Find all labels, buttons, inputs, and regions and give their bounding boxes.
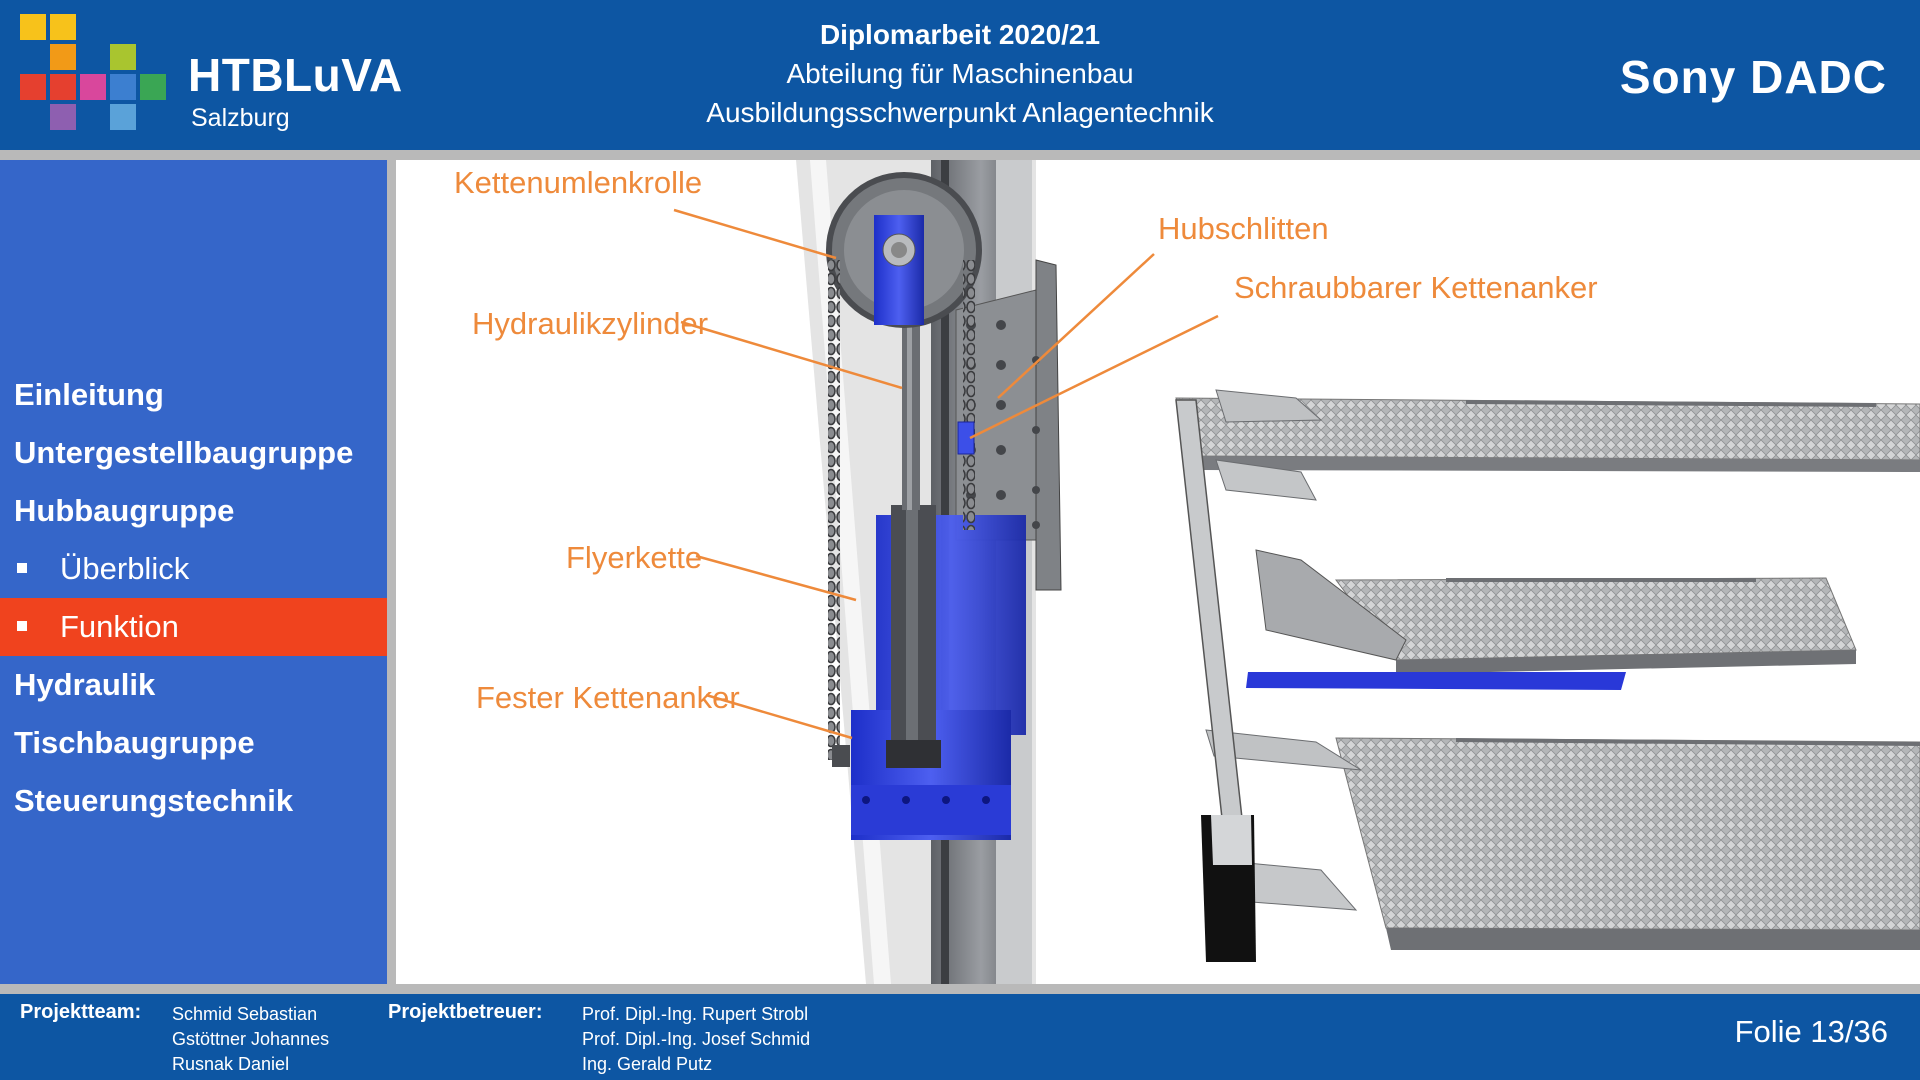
sidebar-item-label: Steuerungstechnik xyxy=(14,783,294,818)
footer-bar: Projektteam: Schmid Sebastian Gstöttner … xyxy=(0,994,1920,1080)
cad-illustration: Kettenumlenkrolle Hubschlitten Schraubba… xyxy=(396,160,1920,984)
lift-assembly-drawing xyxy=(673,160,1920,984)
logo-text: HTBLuVA xyxy=(188,49,403,101)
team-member: Schmid Sebastian xyxy=(172,1004,318,1024)
callout-fester-kettenanker: Fester Kettenanker xyxy=(476,680,740,715)
title-line-1: Diplomarbeit 2020/21 xyxy=(819,19,1101,50)
sidebar-item-label: Tischbaugruppe xyxy=(14,725,255,760)
team-member: Gstöttner Johannes xyxy=(172,1029,330,1049)
presentation-title: Diplomarbeit 2020/21 Abteilung für Masch… xyxy=(560,16,1360,132)
sidebar-item-steuerungstechnik[interactable]: Steuerungstechnik xyxy=(0,772,387,830)
sidebar-item-label: Untergestellbaugruppe xyxy=(14,435,354,470)
sidebar-item-label: Überblick xyxy=(60,551,190,586)
footer-separator xyxy=(0,984,1920,994)
callout-kettenumlenkrolle: Kettenumlenkrolle xyxy=(454,165,703,200)
sidebar-item-tischbaugruppe[interactable]: Tischbaugruppe xyxy=(0,714,387,772)
bullet-icon xyxy=(17,621,27,631)
supervisor: Ing. Gerald Putz xyxy=(582,1054,713,1074)
supervisor: Prof. Dipl.-Ing. Josef Schmid xyxy=(582,1029,811,1049)
sidebar-item-einleitung[interactable]: Einleitung xyxy=(0,366,387,424)
callout-flyerkette: Flyerkette xyxy=(566,540,703,575)
sidebar-item-label: Funktion xyxy=(60,609,179,644)
sidebar-item-ueberblick[interactable]: Überblick xyxy=(0,540,387,598)
sidebar-item-hydraulik[interactable]: Hydraulik xyxy=(0,656,387,714)
brand-logo: Sony DADC xyxy=(1619,51,1887,103)
header-separator xyxy=(0,150,1920,160)
sidebar-item-label: Hydraulik xyxy=(14,667,156,702)
team-member: Rusnak Daniel xyxy=(172,1054,290,1074)
school-logo-icon xyxy=(20,14,175,132)
supervisor-label: Projektbetreuer: xyxy=(388,1001,543,1023)
sidebar-divider xyxy=(387,160,396,984)
sidebar-item-label: Einleitung xyxy=(14,377,164,412)
header-bar: HTBLuVA Salzburg Diplomarbeit 2020/21 Ab… xyxy=(0,0,1920,150)
sidebar-item-funktion[interactable]: Funktion xyxy=(0,598,387,656)
sidebar-item-hubbaugruppe[interactable]: Hubbaugruppe xyxy=(0,482,387,540)
bullet-icon xyxy=(17,563,27,573)
team-label: Projektteam: xyxy=(20,1001,142,1023)
slide-number: Folie 13/36 xyxy=(1734,1014,1888,1049)
team-list: Schmid Sebastian Gstöttner Johannes Rusn… xyxy=(172,1002,329,1077)
title-line-2: Abteilung für Maschinenbau xyxy=(786,58,1134,89)
sidebar-item-label: Hubbaugruppe xyxy=(14,493,235,528)
sidebar-item-untergestellbaugruppe[interactable]: Untergestellbaugruppe xyxy=(0,424,387,482)
title-line-3: Ausbildungsschwerpunkt Anlagentechnik xyxy=(706,97,1214,128)
supervisor: Prof. Dipl.-Ing. Rupert Strobl xyxy=(582,1004,809,1024)
callout-hydraulikzylinder: Hydraulikzylinder xyxy=(472,306,709,341)
supervisor-list: Prof. Dipl.-Ing. Rupert Strobl Prof. Dip… xyxy=(582,1002,810,1077)
callout-hubschlitten: Hubschlitten xyxy=(1158,211,1329,246)
sidebar-nav: Einleitung Untergestellbaugruppe Hubbaug… xyxy=(0,160,387,984)
callout-schraubbarer-kettenanker: Schraubbarer Kettenanker xyxy=(1234,270,1598,305)
logo-subtitle: Salzburg xyxy=(191,104,290,132)
